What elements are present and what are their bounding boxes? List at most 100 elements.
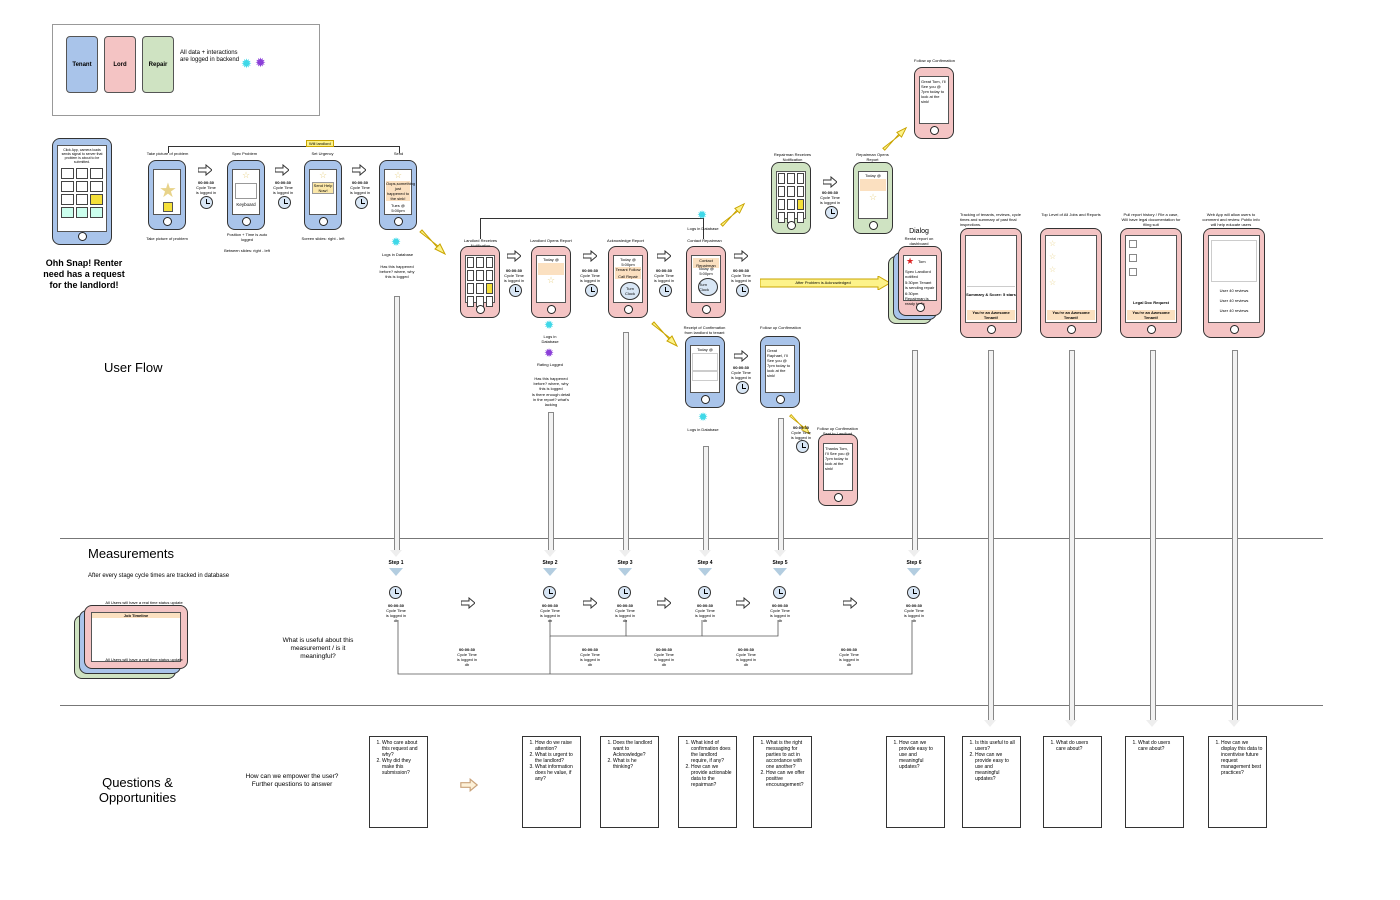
clock-icon xyxy=(278,196,291,209)
photo-star-icon: ☆ xyxy=(242,170,251,180)
measurement-question: What is useful about this measurement / … xyxy=(282,637,354,660)
question-box: How can we display this data to incentiv… xyxy=(1208,736,1267,828)
diagonal-arrow-icon xyxy=(651,321,679,348)
call-repair-button[interactable]: Call Repair xyxy=(615,274,641,279)
diagonal-arrow-icon xyxy=(419,229,447,256)
section-measurements: Measurements xyxy=(88,546,174,561)
diagonal-arrow-icon xyxy=(788,414,811,435)
contact-repairman-button[interactable]: Contact Repairman xyxy=(693,258,719,268)
acknowledge-title: Acknowledge Report xyxy=(607,238,644,243)
shutter-icon[interactable] xyxy=(163,202,173,212)
arrow-right-icon xyxy=(507,250,521,262)
question-item: Who care about this request and why? xyxy=(382,740,424,758)
dash4-phone: User 40 reviews User 40 reviews User 40 … xyxy=(1203,228,1265,338)
step-timer: 00:00:30 xyxy=(616,603,633,608)
timer-9: 00:00:30 xyxy=(792,425,809,430)
followup-top-title: Follow up Confirmation xyxy=(914,58,955,63)
clock-icon xyxy=(773,586,786,599)
turn-clock-button[interactable]: Turn Clock xyxy=(698,278,718,296)
step-label: Step 3 xyxy=(617,560,633,566)
timer-3: 00:00:30 xyxy=(351,180,368,185)
send-help-button[interactable]: Send Help Now! xyxy=(312,182,334,194)
dashboard-bottom-note: All Users will have a real time status u… xyxy=(105,657,183,662)
question-item: How can we offer positive encouragement? xyxy=(766,770,808,788)
question-item: How can we provide easy to use and meani… xyxy=(975,752,1017,782)
step-timer-caption: Cycle Time is logged in db xyxy=(769,608,791,623)
list-star-icon: ☆ xyxy=(1049,239,1057,248)
timer-10: 00:00:30 xyxy=(821,190,838,195)
clock-icon xyxy=(585,284,598,297)
clock-icon xyxy=(698,586,711,599)
question-item: What do users care about? xyxy=(1138,740,1180,752)
clock-icon xyxy=(736,381,749,394)
spec-problem-title: Spec Problem xyxy=(231,151,258,156)
question-item: What do users care about? xyxy=(1056,740,1098,752)
purple-badge-icon: ✹ xyxy=(544,346,555,360)
dialog-title: Dialog xyxy=(909,228,929,235)
agg-timer-caption: Cycle Time is logged in db xyxy=(838,652,860,667)
arrow-right-icon xyxy=(275,164,289,176)
agg-timer: 00:00:30 xyxy=(655,647,672,652)
question-item: How can we provide easy to use and meani… xyxy=(899,740,941,770)
agg-timer-caption: Cycle Time is logged in db xyxy=(735,652,757,667)
step-timer-caption: Cycle Time is logged in db xyxy=(385,608,407,623)
photo-star-icon: ☆ xyxy=(319,170,328,180)
legal-doc-button[interactable]: Legal Doc Request xyxy=(1132,300,1169,305)
connector xyxy=(703,446,709,552)
photo-star-icon: ★ xyxy=(159,180,177,202)
arrow-right-icon xyxy=(823,176,837,188)
arrow-right-icon xyxy=(736,597,750,609)
question-item: What kind of confirmation does the landl… xyxy=(691,740,733,764)
timer-8: 00:00:30 xyxy=(732,365,749,370)
connector xyxy=(623,332,629,552)
send-message: Oops,something just happened to the sink… xyxy=(386,181,416,201)
question-item: Does the landlord want to Acknowledge? xyxy=(613,740,655,758)
legend-tenant: Tenant xyxy=(66,36,98,93)
dashboard-title: Job Timeline xyxy=(92,613,180,618)
question-box: What is the right messaging for parties … xyxy=(753,736,812,828)
app-grid xyxy=(61,168,103,218)
landlord-opens-sub: Has this happened before? where, why thi… xyxy=(533,376,569,391)
spec-problem-sub: Between slides: right - left xyxy=(224,248,270,253)
connector xyxy=(548,412,554,552)
app-grid xyxy=(778,173,804,223)
questions-prompt: How can we empower the user? Further que… xyxy=(245,773,339,788)
set-urgency-caption: Screen slides: right - left xyxy=(301,236,345,241)
landlord-opens-title: Landlord Opens Report xyxy=(530,238,572,243)
step-label: Step 1 xyxy=(388,560,404,566)
tenant-header: Will landlord xyxy=(306,140,334,147)
send-caption: Logs in Database xyxy=(381,252,414,257)
step-timer: 00:00:30 xyxy=(771,603,788,608)
agg-timer: 00:00:30 xyxy=(737,647,754,652)
arrow-right-icon xyxy=(657,597,671,609)
step-timer: 00:00:30 xyxy=(905,603,922,608)
landlord-opens-phone: Today @ 5:00pm☆ xyxy=(531,246,571,318)
clock-icon xyxy=(389,586,402,599)
step-timer: 00:00:30 xyxy=(696,603,713,608)
dash4-title: Web App will allow users to comment and … xyxy=(1202,212,1260,227)
timer-2: 00:00:30 xyxy=(274,180,291,185)
acknowledged-banner-label: After Problem is Acknowledged xyxy=(795,280,851,285)
followup1-phone: Great Raphael, I'll See you @ 7pm today … xyxy=(760,336,800,408)
question-item: What information does he value, if any? xyxy=(535,764,577,782)
clock-icon xyxy=(509,284,522,297)
arrow-right-icon xyxy=(461,597,475,609)
dash2-award: You're an Awesome Tenant! xyxy=(1047,310,1095,320)
turn-clock-button[interactable]: Turn Clock xyxy=(620,282,640,300)
arrow-right-icon xyxy=(657,250,671,262)
purple-badge-icon: ✹ xyxy=(255,55,266,70)
step-timer: 00:00:30 xyxy=(541,603,558,608)
followup-top-phone: Great Tom, I'll See you @ 7pm today to l… xyxy=(914,67,954,139)
cyan-badge-icon: ✹ xyxy=(391,235,402,249)
keyboard-label[interactable]: Keyboard xyxy=(236,202,256,207)
list-star-icon: ☆ xyxy=(1049,252,1057,261)
photo-star-icon: ☆ xyxy=(394,170,403,180)
agg-timer: 00:00:30 xyxy=(458,647,475,652)
question-box: What do users care about? xyxy=(1125,736,1184,828)
acknowledged-banner xyxy=(760,276,890,290)
intro-caption: Ohh Snap! Renter need has a request for … xyxy=(43,258,125,290)
dash2-phone: ☆ ☆ ☆ ☆ You're an Awesome Tenant! xyxy=(1040,228,1102,338)
legend-repair: Repair xyxy=(142,36,174,93)
clock-icon xyxy=(796,440,809,453)
connector xyxy=(912,350,918,552)
